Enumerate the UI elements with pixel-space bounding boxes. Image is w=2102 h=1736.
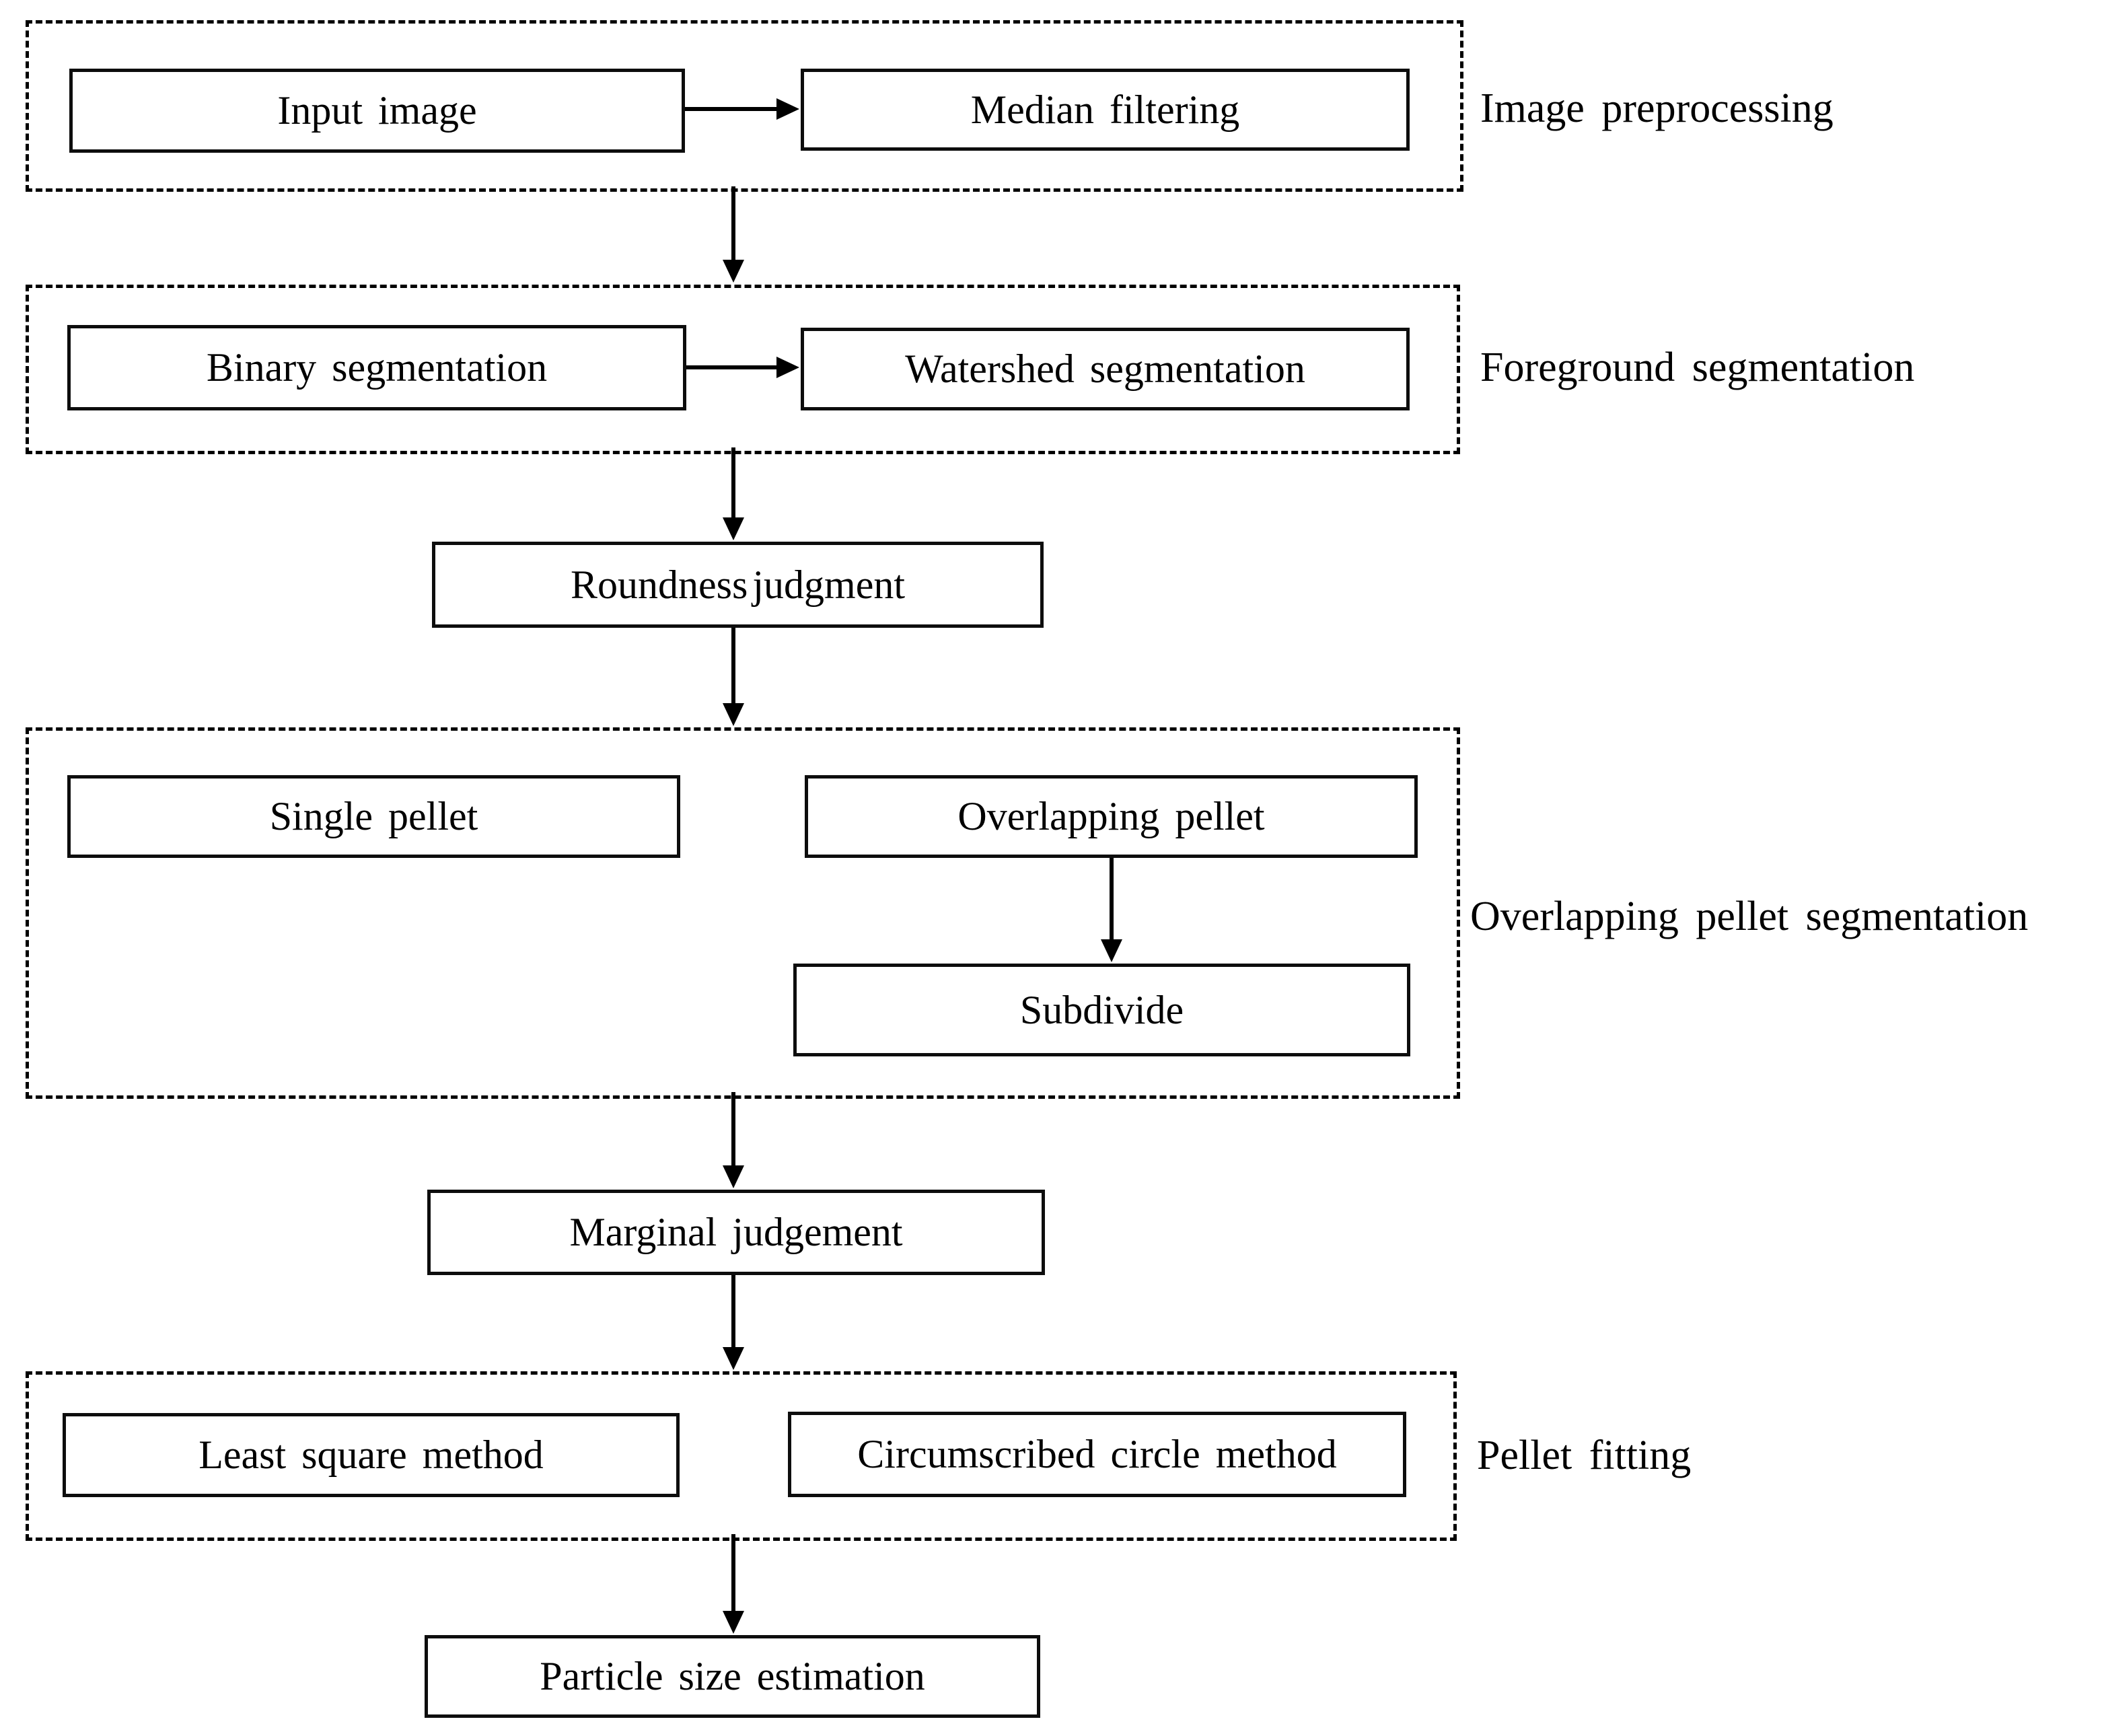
node-marginal-judgement: Marginal judgement: [427, 1190, 1045, 1275]
arrow-foreground-to-roundness: [731, 447, 735, 517]
node-subdivide: Subdivide: [793, 964, 1410, 1056]
node-median-filtering: Median filtering: [801, 69, 1410, 151]
arrow-overlapping-to-subdivide: [1110, 858, 1114, 939]
arrow-input-to-median: [685, 107, 776, 111]
node-least-square-method: Least square method: [63, 1413, 680, 1497]
node-watershed-segmentation: Watershed segmentation: [801, 328, 1410, 410]
node-input-image: Input image: [69, 69, 685, 153]
arrow-overlap-group-to-marginal: [731, 1092, 735, 1165]
arrow-marginal-to-fitting: [731, 1275, 735, 1347]
group-foreground-segmentation: [26, 285, 1460, 454]
node-binary-segmentation: Binary segmentation: [67, 325, 686, 410]
node-overlapping-pellet: Overlapping pellet: [805, 775, 1418, 858]
arrow-binary-to-watershed: [686, 365, 776, 369]
group-label-foreground-segmentation: Foreground segmentation: [1480, 345, 1915, 390]
group-label-pellet-fitting: Pellet fitting: [1477, 1433, 1692, 1478]
node-circumscribed-circle-method: Circumscribed circle method: [788, 1412, 1406, 1497]
arrow-fitting-to-particle: [731, 1534, 735, 1611]
group-label-image-preprocessing: Image preprocessing: [1480, 85, 1834, 131]
group-image-preprocessing: [26, 20, 1463, 192]
arrow-preprocessing-to-foreground: [731, 186, 735, 260]
arrow-roundness-to-overlap-group: [731, 628, 735, 703]
node-roundness-judgment: Roundness judgment: [432, 542, 1044, 628]
group-label-overlapping-pellet-segmentation: Overlapping pellet segmentation: [1470, 894, 2029, 939]
group-overlapping-pellet-segmentation: [26, 727, 1460, 1099]
group-pellet-fitting: [26, 1371, 1457, 1541]
node-single-pellet: Single pellet: [67, 775, 680, 858]
node-particle-size-estimation: Particle size estimation: [425, 1635, 1040, 1718]
